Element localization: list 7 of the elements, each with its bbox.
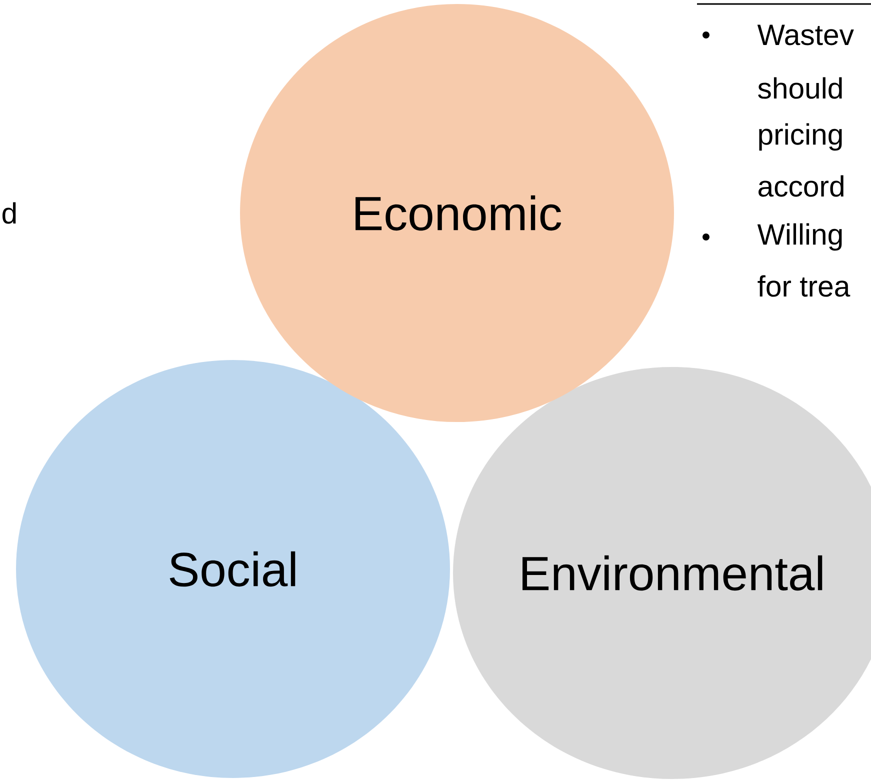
list-text: Wastev	[757, 24, 854, 46]
list-text: for trea	[758, 275, 850, 297]
list-text: should	[758, 77, 842, 99]
list-text: Willing	[757, 223, 842, 251]
list-text: accord	[758, 175, 844, 197]
list-text: d	[2, 202, 16, 224]
list-text: pricing	[759, 123, 842, 151]
